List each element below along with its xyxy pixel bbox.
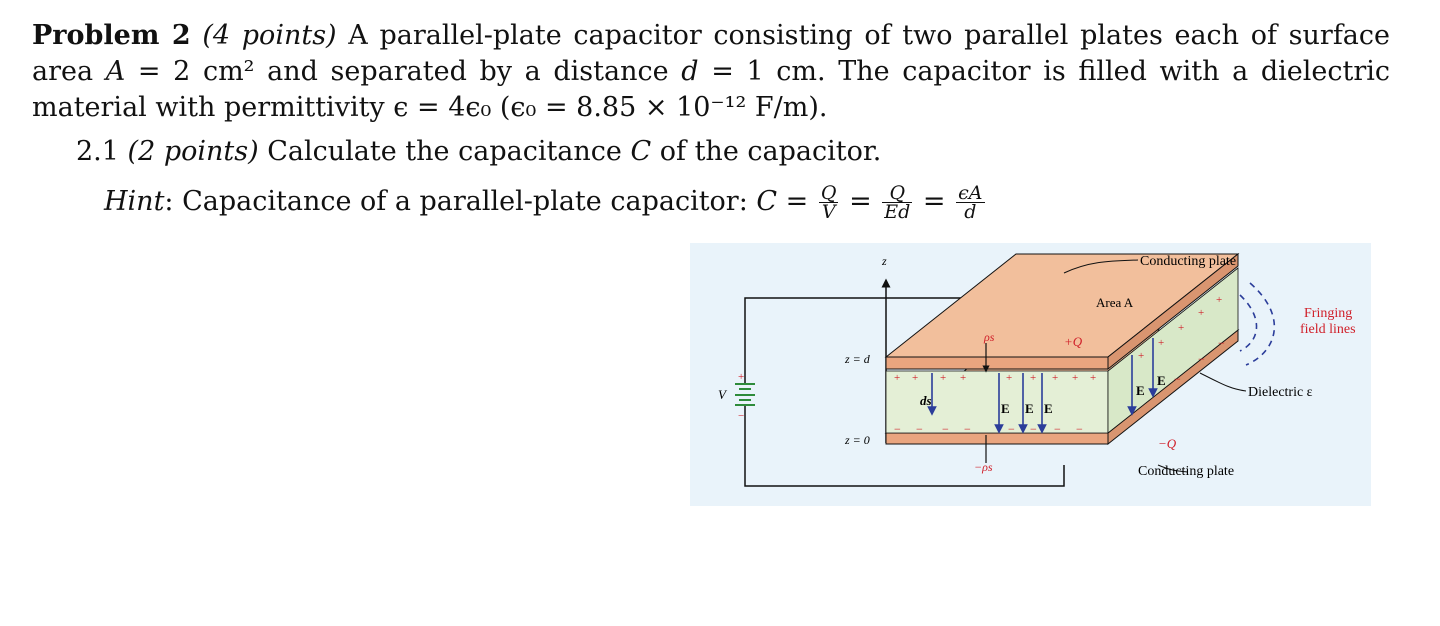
minus-charge: − [894, 422, 901, 436]
plus-charge: + [1158, 337, 1164, 349]
negative-charges: − − − − − − − − − − − [894, 336, 1225, 436]
var-c: C [630, 136, 652, 167]
equals-sign: = [849, 186, 872, 217]
subproblem-text: Calculate the capacitance [267, 136, 622, 167]
plus-charge: + [1030, 372, 1036, 384]
z-0-label: z = 0 [844, 433, 870, 447]
fraction-numerator: Q [818, 182, 839, 204]
problem-text-2: = 2 cm² and separated by a distance [137, 56, 669, 87]
bottom-plate-callout [1157, 464, 1188, 473]
neg-rho-s-label: −ρs [974, 460, 993, 474]
plus-charge: + [1072, 372, 1078, 384]
hint-var-c: C [756, 186, 778, 217]
dielectric-callout [1199, 372, 1247, 392]
minus-charge: − [1076, 422, 1083, 436]
problem-text-1: A parallel-plate capacitor consisting of… [32, 20, 1391, 87]
e-label: E [1001, 401, 1010, 416]
problem-title: Problem 2 [32, 20, 191, 51]
problem-text-3: = 1 cm. The capacitor is filled with a d… [32, 56, 1390, 123]
subproblem: 2.1 (2 points) Calculate the capacitance… [76, 134, 881, 170]
dielectric-side [1107, 267, 1239, 434]
top-plate-front [885, 356, 1109, 370]
dielectric-label: Dielectric ε [1248, 385, 1313, 400]
fraction-denominator: Ed [884, 201, 911, 223]
bottom-plate-label: Conducting plate [1138, 464, 1234, 479]
e-label: E [1136, 383, 1145, 398]
plus-charge: + [1090, 372, 1096, 384]
minus-charge: − [964, 422, 971, 436]
field-lines [927, 338, 1158, 434]
minus-charge: − [1174, 372, 1181, 386]
plus-charge: + [894, 372, 900, 384]
minus-charge: − [1030, 422, 1037, 436]
e-label: E [1025, 401, 1034, 416]
var-d: d [681, 56, 699, 87]
ds-label: ds [920, 393, 932, 408]
fringing-label-2: field lines [1300, 322, 1356, 337]
e-label: E [1044, 401, 1053, 416]
capacitor-figure: + − V z z = d z = 0 + + + + + + + + + + … [690, 243, 1371, 506]
subproblem-text-end: of the capacitor. [659, 136, 882, 167]
voltage-label: V [718, 387, 728, 402]
hint-label: Hint [104, 186, 165, 217]
problem-text-4: ϵ = 4ϵ₀ (ϵ₀ = 8.85 × 10⁻¹² F/m). [393, 92, 828, 123]
minus-charge: − [916, 422, 923, 436]
plus-charge: + [1216, 294, 1222, 306]
subproblem-number: 2.1 [76, 136, 119, 167]
fringing-label-1: Fringing [1304, 306, 1352, 321]
plus-charge: + [1198, 307, 1204, 319]
fraction-denominator: d [964, 201, 977, 223]
equals-sign: = [922, 186, 946, 217]
subproblem-points: (2 points) [127, 136, 259, 167]
e-label: E [1157, 373, 1166, 388]
plus-charge: + [1006, 372, 1012, 384]
plus-charge: + [960, 372, 966, 384]
circuit-wire-bottom [744, 405, 1065, 487]
positive-charges: + + + + + + + + + + + + + + [894, 294, 1222, 384]
area-label: Area A [1096, 295, 1134, 310]
z-d-label: z = d [844, 352, 871, 366]
battery-icon [735, 383, 755, 406]
hint-text: : Capacitance of a parallel-plate capaci… [164, 186, 748, 217]
plus-q-label: +Q [1064, 334, 1083, 349]
plus-charge: + [912, 372, 918, 384]
minus-charge: − [1198, 352, 1205, 366]
hint: Hint: Capacitance of a parallel-plate ca… [104, 182, 987, 222]
minus-charge: − [942, 422, 949, 436]
fraction-numerator: Q [882, 184, 913, 203]
minus-charge: − [1054, 422, 1061, 436]
plus-charge: + [1052, 372, 1058, 384]
minus-charge: − [1218, 336, 1225, 350]
plus-charge: + [1138, 350, 1144, 362]
minus-charge: − [1008, 422, 1015, 436]
top-plate-side [1107, 252, 1239, 371]
equals-sign: = [785, 186, 809, 217]
var-a: A [105, 56, 126, 87]
z-axis-label: z [881, 254, 887, 268]
problem-statement: Problem 2 (4 points) A parallel-plate ca… [32, 18, 1390, 126]
rho-s-label: ρs [983, 330, 995, 344]
top-plate-label: Conducting plate [1140, 254, 1236, 269]
top-plate-callout [1063, 259, 1139, 274]
battery-plus: + [738, 371, 744, 383]
minus-q-label: −Q [1158, 436, 1177, 451]
plus-charge: + [940, 372, 946, 384]
fraction-numerator: ϵA [956, 182, 985, 204]
fringing-field-line [1239, 294, 1258, 352]
fringing-field-line [1245, 282, 1276, 366]
battery-minus: − [738, 410, 744, 422]
plus-charge: + [1178, 322, 1184, 334]
fraction-denominator: V [821, 201, 836, 223]
problem-points: (4 points) [202, 20, 337, 51]
